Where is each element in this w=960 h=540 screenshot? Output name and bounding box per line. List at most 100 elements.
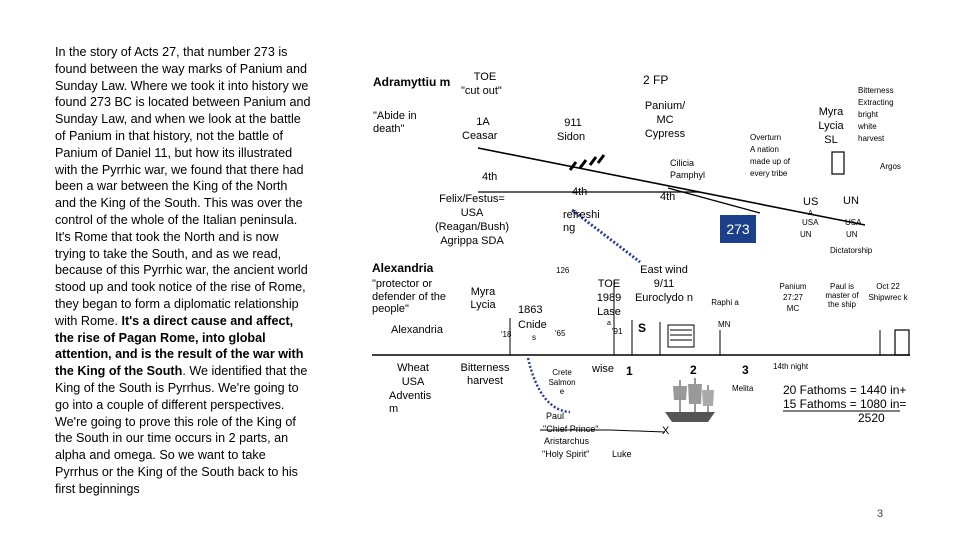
mc-label: MC xyxy=(656,114,674,126)
one-a-label: 1A xyxy=(476,116,490,128)
sl-label: SL xyxy=(824,134,838,146)
crete-arc xyxy=(526,357,571,414)
a-nation-label: A nation xyxy=(750,145,779,154)
us-label: US xyxy=(803,196,819,208)
raphia-label: Raphi a xyxy=(711,298,739,307)
mc-b-label: MC xyxy=(786,304,800,313)
agrippa-label: Agrippa SDA xyxy=(440,235,504,247)
n2727-label: 27:27 xyxy=(782,293,804,302)
shipwreck-label: Shipwrec k xyxy=(868,293,908,302)
lase-label: Lase xyxy=(597,306,621,318)
a-small-label: A xyxy=(808,210,813,217)
bitterness-label: Bitterness xyxy=(858,86,894,95)
cilicia-label: Cilicia xyxy=(670,158,695,168)
extracting-label: Extracting xyxy=(858,98,894,107)
fourth-a-label: 4th xyxy=(482,171,498,183)
paragraph-intro: In the story of Acts 27, that number 273… xyxy=(55,45,311,328)
upper-diagonal-line xyxy=(477,147,866,226)
chief-prince-label: "Chief Prince" xyxy=(543,424,599,434)
east-wind-label: East wind xyxy=(640,264,688,276)
fourteenth-night-label: 14th night xyxy=(773,362,809,371)
bright-label: bright xyxy=(858,110,879,119)
myra-lycia-label: Myra Lycia xyxy=(470,286,496,311)
abide-in-death-label: "Abide in death" xyxy=(373,110,417,135)
lycia-top-label: Lycia xyxy=(818,120,844,132)
bitterness-harvest-label: Bitterness harvest xyxy=(460,362,510,387)
s-small-label: s xyxy=(532,333,536,342)
paragraph-rest: . We identified that the King of the Sou… xyxy=(55,364,308,496)
stack-icon xyxy=(667,324,695,348)
crete-label: Crete xyxy=(552,368,572,377)
every-tribe-label: every tribe xyxy=(750,169,788,178)
euroclydon-label: Euroclydo n xyxy=(634,292,694,304)
aristarchus-label: Aristarchus xyxy=(544,436,590,446)
box-273: 273 xyxy=(720,215,756,243)
n91-label: '91 xyxy=(612,327,623,336)
n1863-label: 1863 xyxy=(518,304,543,316)
protector-label: "protector or defender of the people" xyxy=(372,278,447,316)
panium-label: Panium/ xyxy=(644,100,686,112)
argos-label: Argos xyxy=(880,162,901,171)
melita-label: Melita xyxy=(732,384,754,393)
reagan-label: (Reagan/Bush) xyxy=(435,221,509,233)
panium-b-label: Panium xyxy=(779,282,807,291)
two-fp-label: 2 FP xyxy=(643,73,669,87)
salmone-label: Salmon e xyxy=(548,378,576,397)
end-box xyxy=(894,329,910,356)
made-up-of-label: made up of xyxy=(750,157,791,166)
cnide-label: Cnide xyxy=(518,319,547,331)
slash-mark xyxy=(578,159,588,169)
alexandria-label: Alexandria xyxy=(372,261,434,275)
cross-line xyxy=(667,187,761,214)
slash-mark xyxy=(596,154,606,164)
cypress-label: Cypress xyxy=(644,128,686,140)
un-small-1: UN xyxy=(800,230,812,239)
cut-out-label: "cut out" xyxy=(461,85,502,97)
slash-mark xyxy=(588,156,598,166)
wheat-label: Wheat xyxy=(397,362,429,374)
fathoms-15-label: 15 Fathoms = 1080 in= xyxy=(783,397,907,411)
adventism-label: Adventis m xyxy=(389,390,432,415)
911b-label: 9/11 xyxy=(653,278,675,290)
wise-label: wise xyxy=(592,363,615,375)
toe-label: TOE xyxy=(473,71,497,83)
n18-label: '18 xyxy=(501,330,512,339)
luke-label: Luke xyxy=(612,449,632,459)
narration-paragraph: In the story of Acts 27, that number 273… xyxy=(55,44,311,540)
n2520-label: 2520 xyxy=(858,411,885,425)
x-mark-label: X xyxy=(662,425,670,437)
fathoms-20-label: 20 Fathoms = 1440 in+ xyxy=(783,383,907,397)
number-1-label: 1 xyxy=(626,364,633,378)
ship-icon xyxy=(665,378,715,422)
number-3-label: 3 xyxy=(742,363,749,377)
holy-spirit-label: "Holy Spirit" xyxy=(542,449,590,459)
paul-label: Paul xyxy=(546,411,565,421)
page-number: 3 xyxy=(877,508,884,520)
wheat-usa-label: USA xyxy=(401,376,425,388)
fourth-b-label: 4th xyxy=(572,186,588,198)
felix-label: Felix/Festus= xyxy=(439,193,505,205)
refreshing-label: refreshi ng xyxy=(563,209,600,234)
felix-usa-label: USA xyxy=(460,207,484,219)
usa-small-1: USA xyxy=(802,218,819,227)
slash-mark xyxy=(568,161,578,171)
oct22-label: Oct 22 xyxy=(876,282,900,291)
usa-small-2: USA xyxy=(845,218,862,227)
myra-top-label: Myra xyxy=(818,106,844,118)
n126-label: 126 xyxy=(556,266,570,275)
paragraph-bold: It's a direct cause and affect, the rise… xyxy=(55,313,304,379)
dictatorship-label: Dictatorship xyxy=(830,246,873,255)
mn-label: MN xyxy=(718,320,731,329)
s-big-label: S xyxy=(638,321,647,335)
sidon-label: Sidon xyxy=(557,131,586,143)
paul-master-label: Paul is master of the ship xyxy=(825,282,859,310)
number-2-label: 2 xyxy=(690,363,697,377)
fourth-c-label: 4th xyxy=(660,191,676,203)
overturn-label: Overturn xyxy=(750,133,782,142)
paul-x-line xyxy=(609,429,666,433)
alexandria-2-label: Alexandria xyxy=(391,324,443,336)
a-sup-label: a xyxy=(607,320,611,327)
pamphyl-label: Pamphyl xyxy=(670,170,706,180)
toe-1989-label: TOE xyxy=(597,278,621,290)
